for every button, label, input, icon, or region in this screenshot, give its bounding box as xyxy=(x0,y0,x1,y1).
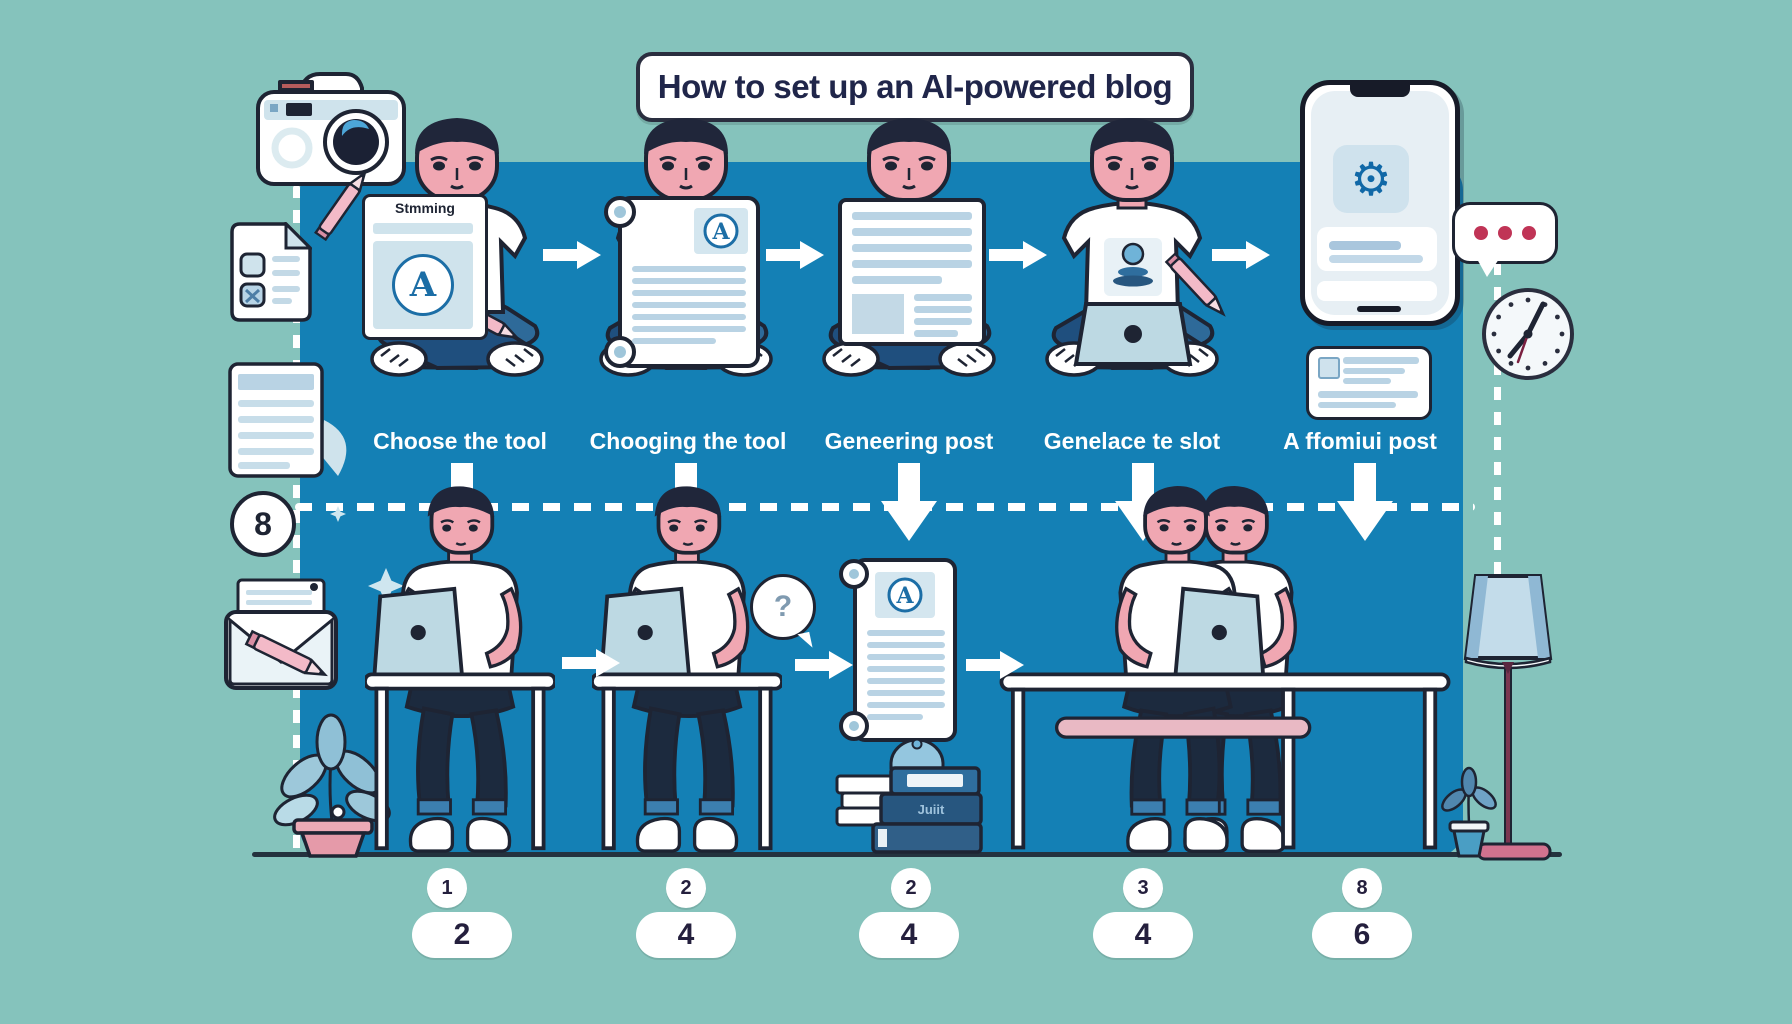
step-label-1: Choose the tool xyxy=(373,428,547,454)
laptop-icon xyxy=(1073,302,1193,366)
phone-bottom-bar xyxy=(1317,281,1437,301)
floor-lamp-icon xyxy=(1463,574,1553,861)
arrow-right-icon xyxy=(766,241,824,269)
horizontal-dashed-line xyxy=(295,503,1475,511)
scroll-document: A xyxy=(839,558,957,742)
step-pill-1: 2 xyxy=(412,912,512,958)
phone-home-indicator xyxy=(1357,306,1401,312)
arrow-right-icon xyxy=(562,649,620,677)
arrow-down-icon xyxy=(881,463,937,541)
post-preview-card xyxy=(1306,346,1432,420)
smartphone: ⚙ xyxy=(1300,80,1460,326)
step-label-2: Chooging the tool xyxy=(589,428,787,454)
floor-line xyxy=(252,852,1562,857)
sparkle-icon xyxy=(368,568,404,604)
svg-text:A: A xyxy=(711,219,730,245)
page-title: How to set up an AI-powered blog xyxy=(636,52,1194,122)
typing-bubble xyxy=(1452,202,1558,277)
envelope-icon xyxy=(224,578,338,690)
dot-icon xyxy=(1522,226,1536,240)
question-bubble: ? xyxy=(750,574,816,640)
arrow-right-icon xyxy=(543,241,601,269)
book-spine-text: Juiit xyxy=(918,802,945,817)
scroll-document: A xyxy=(604,196,760,368)
shared-table-scene xyxy=(999,486,1451,857)
arrow-down-icon xyxy=(1115,463,1171,541)
book-stack-icon: Juiit xyxy=(835,740,983,854)
step-circle-1: 1 xyxy=(427,868,467,908)
step-pill-5: 6 xyxy=(1312,912,1412,958)
shirt-graphic xyxy=(1104,238,1162,296)
svg-text:A: A xyxy=(895,583,914,609)
step-pill-3: 4 xyxy=(859,912,959,958)
phone-text-bar xyxy=(1329,241,1401,250)
clock-icon xyxy=(1482,288,1574,380)
left-dashed-line xyxy=(293,185,300,853)
document-icon xyxy=(228,362,347,478)
sparkle-icon xyxy=(330,506,346,522)
step-circle-4: 3 xyxy=(1123,868,1163,908)
gear-icon: ⚙ xyxy=(1350,153,1392,205)
person-desk-scene-1 xyxy=(365,486,555,857)
phone-notch xyxy=(1350,85,1410,97)
step-circle-2: 2 xyxy=(666,868,706,908)
step-label-3: Geneering post xyxy=(824,428,994,454)
arrow-right-icon xyxy=(1212,241,1270,269)
ai-tool-card-title: Stmming xyxy=(395,200,455,216)
step-label-5: A ffomiui post xyxy=(1283,428,1437,454)
arrow-right-icon xyxy=(989,241,1047,269)
card-panel: A xyxy=(373,241,473,329)
blog-post-page xyxy=(838,198,986,346)
dot-icon xyxy=(1474,226,1488,240)
arrow-down-icon xyxy=(1337,463,1393,541)
right-dashed-line xyxy=(1494,262,1501,580)
settings-app-tile: ⚙ xyxy=(1333,145,1409,213)
small-plant-icon xyxy=(1441,766,1497,858)
step-pill-2: 4 xyxy=(636,912,736,958)
step-circle-3: 2 xyxy=(891,868,931,908)
ai-logo-badge: A xyxy=(392,254,454,316)
arrow-right-icon xyxy=(795,651,853,679)
note-card-icon xyxy=(230,222,312,322)
dot-icon xyxy=(1498,226,1512,240)
circle-8-badge: 8 xyxy=(230,491,296,557)
phone-text-bar xyxy=(1329,255,1423,263)
step-pill-4: 4 xyxy=(1093,912,1193,958)
step-circle-5: 8 xyxy=(1342,868,1382,908)
camera-icon xyxy=(256,72,406,186)
thumbnail-icon xyxy=(1318,357,1340,379)
step-label-4: Genelace te slot xyxy=(1043,428,1221,454)
arrow-right-icon xyxy=(966,651,1024,679)
person-desk-scene-2 xyxy=(592,486,782,857)
ai-tool-card: Stmming A xyxy=(362,194,488,340)
card-bar xyxy=(373,223,473,234)
